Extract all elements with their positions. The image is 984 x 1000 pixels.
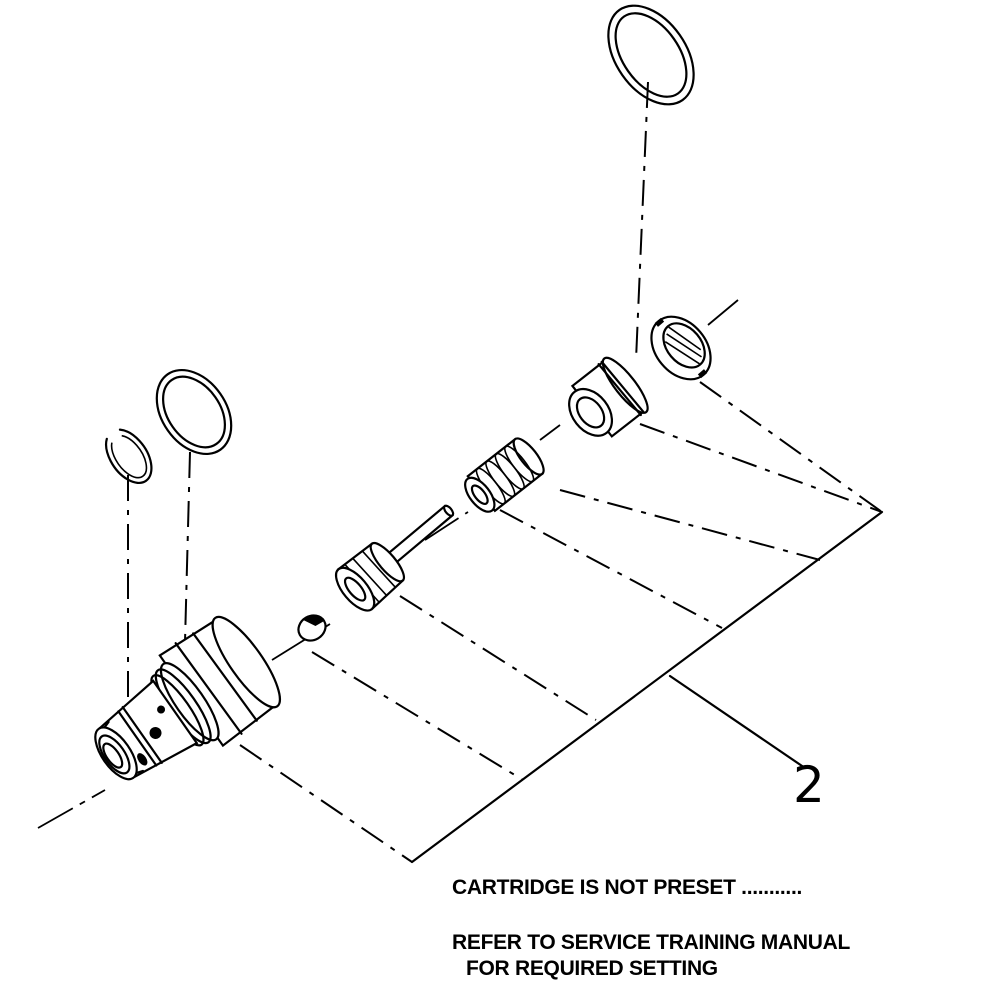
poppet-pin-icon — [334, 504, 455, 612]
part-callout-number: 2 — [793, 756, 825, 814]
cartridge-cap-icon — [568, 356, 649, 438]
lock-nut-icon — [650, 315, 712, 381]
valve-body-icon — [94, 615, 281, 781]
preset-warning-note: CARTRIDGE IS NOT PRESET ........... — [452, 876, 803, 899]
alignment-lines — [127, 81, 649, 705]
large-washer-icon — [607, 4, 695, 106]
manual-reference-note: REFER TO SERVICE TRAINING MANUAL — [452, 931, 850, 954]
leader-lines — [239, 381, 883, 863]
center-axis — [37, 299, 739, 829]
required-setting-note: FOR REQUIRED SETTING — [466, 957, 718, 980]
o-ring-icon — [155, 368, 233, 456]
callout-bracket — [410, 510, 884, 864]
ball-seat-icon — [297, 614, 327, 642]
snap-ring-icon — [105, 428, 153, 484]
spring-icon — [464, 437, 545, 513]
